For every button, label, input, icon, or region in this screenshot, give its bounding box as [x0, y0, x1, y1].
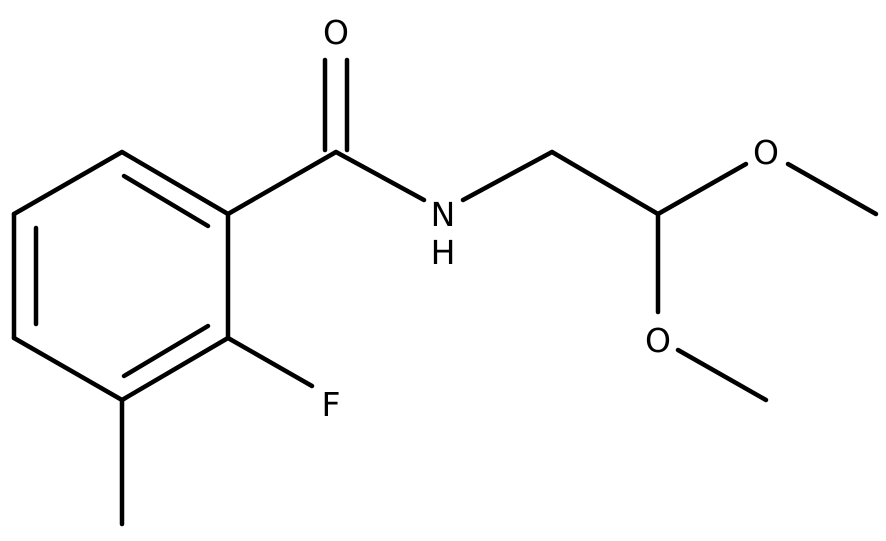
lower-methoxy-methyl-bond	[675, 347, 769, 403]
carbonyl-to-nitrogen-bond	[333, 149, 427, 203]
amide-hydrogen-label: H	[431, 233, 456, 272]
fluorine-atom-label: F	[322, 385, 341, 424]
ch2-to-acetal-carbon-bond	[549, 149, 661, 217]
ring-to-carbonyl-bond	[225, 149, 339, 217]
nitrogen-to-ch2-bond	[460, 149, 555, 203]
upper-methoxy-oxygen-label: O	[753, 133, 779, 172]
nitrogen-atom-label: N	[431, 195, 456, 234]
ring-bond-c1-c2	[119, 149, 231, 217]
ring-inner-bond-c5-c6	[121, 323, 211, 379]
ring-bond-c4-c5	[11, 335, 125, 403]
upper-methoxy-methyl-bond	[785, 161, 879, 217]
carbonyl-oxygen-label: O	[323, 13, 349, 52]
ring-bond-c5-c6	[119, 335, 231, 403]
acetal-to-upper-oxygen-bond	[655, 161, 749, 217]
ring-bond-c2-c3	[11, 149, 125, 217]
ring-inner-bond-c2-c1	[121, 173, 211, 229]
lower-methoxy-oxygen-label: O	[645, 321, 671, 360]
c-f-bond	[225, 335, 315, 389]
